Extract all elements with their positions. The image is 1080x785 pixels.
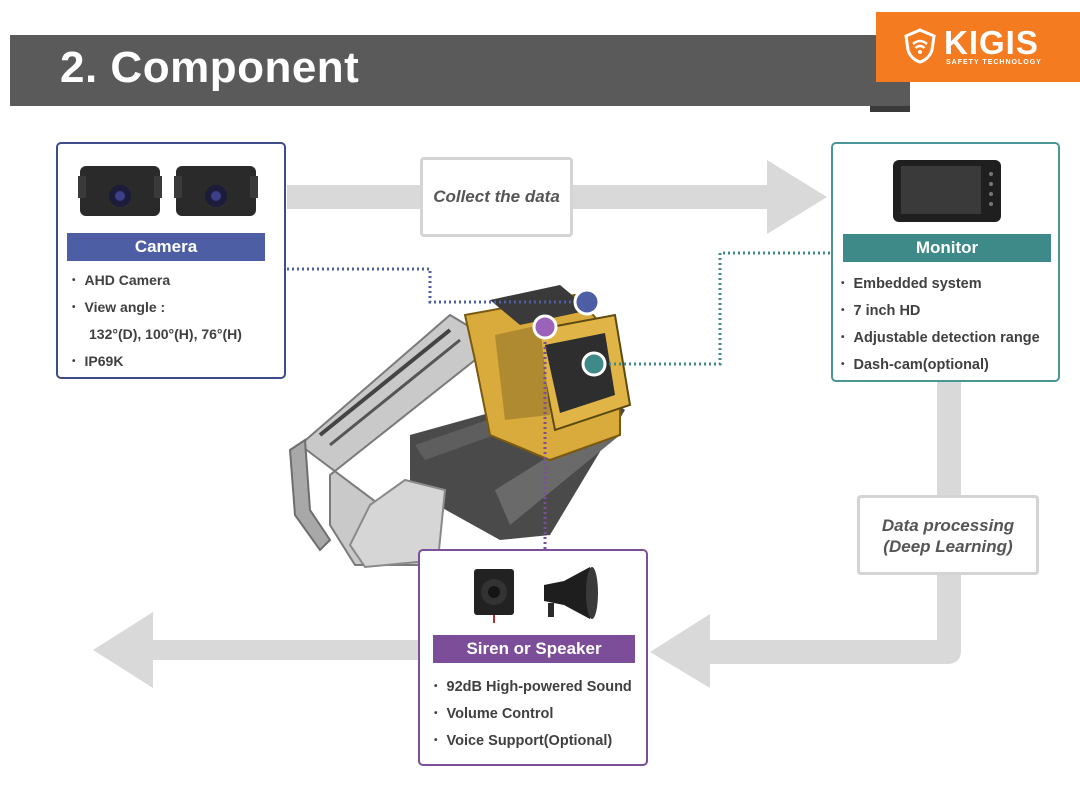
- feature-item: Embedded system: [841, 270, 1040, 297]
- data-processing-label: Data processing (Deep Learning): [857, 495, 1039, 575]
- page-title: 2. Component: [60, 43, 360, 92]
- siren-card: Siren or Speaker 92dB High-powered Sound…: [418, 549, 648, 766]
- siren-title: Siren or Speaker: [433, 635, 635, 663]
- monitor-connector: [594, 251, 830, 366]
- camera-feature-list: AHD Camera View angle : 132°(D), 100°(H)…: [72, 267, 242, 375]
- shield-wifi-icon: [904, 28, 936, 64]
- camera-marker: [573, 288, 601, 316]
- camera-device-icon: [78, 166, 258, 216]
- speaker-horn-icon: [544, 567, 598, 619]
- monitor-title: Monitor: [843, 234, 1051, 262]
- data-processing-line2: (Deep Learning): [883, 537, 1013, 556]
- feature-item: Volume Control: [434, 700, 632, 727]
- monitor-card: Monitor Embedded system 7 inch HD Adjust…: [831, 142, 1060, 382]
- feature-item: IP69K: [72, 348, 242, 375]
- excavator-illustration: [288, 285, 632, 569]
- monitor-feature-list: Embedded system 7 inch HD Adjustable det…: [841, 270, 1040, 378]
- siren-feature-list: 92dB High-powered Sound Volume Control V…: [434, 673, 632, 754]
- arrow-siren-output: [93, 612, 418, 688]
- feature-item: Voice Support(Optional): [434, 727, 632, 754]
- feature-item: 132°(D), 100°(H), 76°(H): [89, 326, 242, 342]
- camera-connector: [287, 267, 587, 304]
- collect-data-label: Collect the data: [420, 157, 573, 237]
- arrow-monitor-to-siren: [650, 382, 961, 688]
- feature-item: AHD Camera: [72, 267, 242, 294]
- feature-item: 7 inch HD: [841, 297, 1040, 324]
- feature-item: View angle :: [72, 294, 242, 321]
- logo-tagline: SAFETY TECHNOLOGY: [946, 59, 1042, 66]
- camera-title: Camera: [67, 233, 265, 261]
- title-bar-shadow: [870, 106, 910, 112]
- camera-card: Camera AHD Camera View angle : 132°(D), …: [56, 142, 286, 379]
- title-bar: 2. Component: [10, 35, 910, 112]
- company-logo: KIGIS SAFETY TECHNOLOGY: [876, 12, 1080, 82]
- feature-item: Adjustable detection range: [841, 324, 1040, 351]
- monitor-marker: [581, 351, 607, 377]
- data-processing-line1: Data processing: [881, 516, 1015, 535]
- siren-marker: [532, 314, 558, 340]
- feature-item: 92dB High-powered Sound: [434, 673, 632, 700]
- siren-device-icon: [474, 569, 514, 623]
- monitor-device-icon: [893, 160, 1001, 222]
- feature-item: Dash-cam(optional): [841, 351, 1040, 378]
- logo-name: KIGIS: [944, 24, 1039, 61]
